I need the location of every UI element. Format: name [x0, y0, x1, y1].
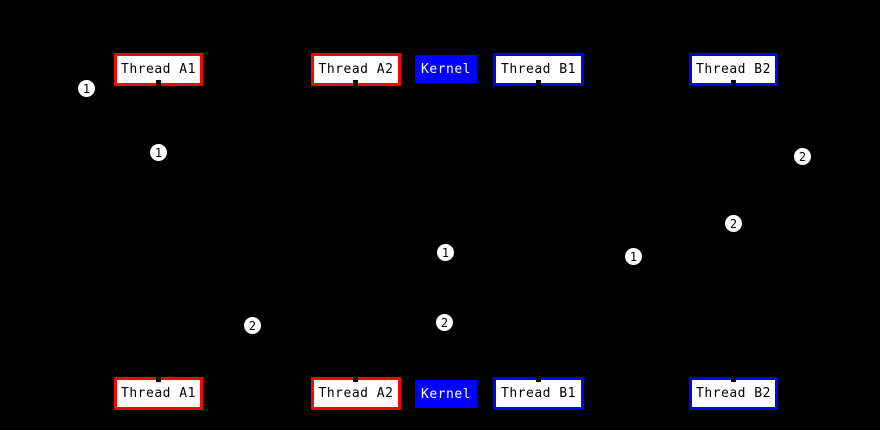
actor-box-kernel-bottom: Kernel: [415, 380, 477, 408]
lifeline-notch-b1-bottom: [536, 373, 541, 382]
message-number-badge: 1: [625, 248, 642, 265]
message-number-badge: 1: [150, 144, 167, 161]
message-number-badge: 1: [437, 244, 454, 261]
actor-label-kernel: Kernel: [421, 61, 471, 77]
actor-label-thread-a1: Thread A1: [121, 62, 196, 77]
lifeline-notch-b2-top: [731, 80, 736, 89]
message-number-badge: 2: [725, 215, 742, 232]
actor-label-thread-b1: Thread B1: [501, 62, 576, 77]
message-number-badge: 2: [436, 314, 453, 331]
actor-label-thread-b2: Thread B2: [696, 62, 771, 77]
actor-label-thread-b1: Thread B1: [501, 386, 576, 401]
message-number-badge: 2: [244, 317, 261, 334]
lifeline-notch-a2-bottom: [353, 373, 358, 382]
lifeline-notch-b2-bottom: [731, 373, 736, 382]
actor-label-thread-a1: Thread A1: [121, 386, 196, 401]
actor-box-kernel-top: Kernel: [415, 55, 477, 83]
actor-box-thread-a2-bottom: Thread A2: [311, 377, 401, 410]
lifeline-notch-a1-bottom: [156, 373, 161, 382]
message-number-badge: 1: [78, 80, 95, 97]
lifeline-notch-b1-top: [536, 80, 541, 89]
lifeline-notch-a2-top: [353, 80, 358, 89]
actor-label-thread-a2: Thread A2: [318, 62, 394, 77]
actor-label-thread-a2: Thread A2: [318, 386, 394, 401]
lifeline-notch-a1-top: [156, 80, 161, 89]
actor-label-thread-b2: Thread B2: [696, 386, 771, 401]
message-number-badge: 2: [794, 148, 811, 165]
actor-label-kernel: Kernel: [421, 386, 471, 402]
